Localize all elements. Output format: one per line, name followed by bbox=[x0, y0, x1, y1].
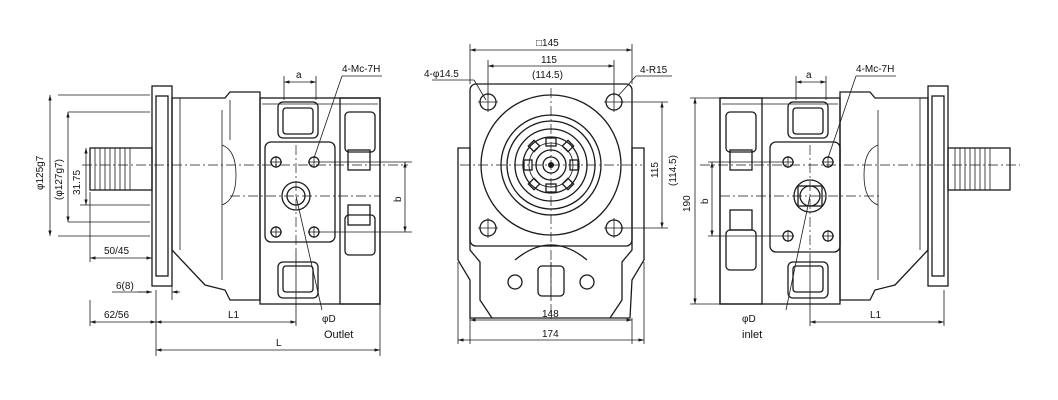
left-side-view: φ125g7 (φ127g7) 31.75 50/45 6(8) 62/56 L… bbox=[35, 64, 412, 356]
dim-31-75: 31.75 bbox=[72, 170, 83, 195]
left-front-cover bbox=[171, 91, 261, 301]
right-side-view: a 4-Mc-7H 190 b φD inlet L1 bbox=[682, 64, 1020, 341]
right-front-cover bbox=[839, 91, 929, 301]
dim-62-56: 62/56 bbox=[104, 310, 129, 321]
left-flange bbox=[151, 85, 173, 287]
dim-114-5-v: (114.5) bbox=[668, 155, 679, 186]
label-inlet: inlet bbox=[742, 329, 762, 341]
right-shaft bbox=[947, 147, 1011, 191]
front-view: □145 115 (114.5) 4-φ14.5 4-R15 115 (114.… bbox=[424, 38, 679, 344]
dim-L1-right: L1 bbox=[870, 310, 882, 321]
right-main-body bbox=[719, 97, 841, 305]
dim-115-v: 115 bbox=[650, 162, 661, 178]
label-4-mc-7h-left: 4-Mc-7H bbox=[342, 64, 380, 75]
label-phid-right: φD bbox=[742, 314, 756, 325]
right-flange bbox=[927, 85, 949, 287]
left-main-body bbox=[259, 97, 381, 305]
dim-sq145: □145 bbox=[536, 38, 559, 49]
right-rear-cover bbox=[719, 97, 763, 305]
dim-174: 174 bbox=[542, 329, 559, 340]
left-shaft bbox=[89, 147, 153, 191]
dim-50-45: 50/45 bbox=[104, 246, 129, 257]
dim-114-5-h: (114.5) bbox=[532, 70, 563, 81]
dim-phi125g7: φ125g7 bbox=[35, 155, 46, 190]
dim-6-8: 6(8) bbox=[116, 281, 134, 292]
dim-148: 148 bbox=[542, 309, 559, 320]
dim-190: 190 bbox=[682, 195, 693, 212]
dim-L: L bbox=[276, 338, 282, 349]
left-rear-cover bbox=[339, 97, 381, 305]
label-phid-left: φD bbox=[322, 314, 336, 325]
dim-115-h: 115 bbox=[541, 55, 557, 66]
dim-a-right: a bbox=[806, 70, 812, 81]
label-4-phi14-5: 4-φ14.5 bbox=[424, 69, 459, 80]
dim-b-right: b bbox=[700, 198, 711, 204]
dim-phi127g7: (φ127g7) bbox=[54, 159, 65, 200]
label-outlet: Outlet bbox=[324, 329, 353, 341]
dim-L1-left: L1 bbox=[228, 310, 240, 321]
label-4-mc-7h-right: 4-Mc-7H bbox=[856, 64, 894, 75]
label-4-r15: 4-R15 bbox=[640, 65, 668, 76]
dim-b-left: b bbox=[393, 196, 404, 202]
dim-a-left: a bbox=[296, 70, 302, 81]
